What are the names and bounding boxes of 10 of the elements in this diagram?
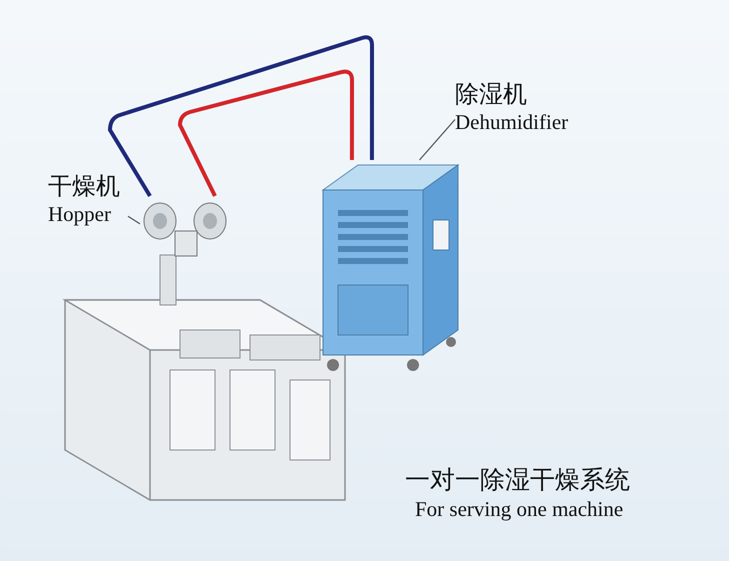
pipe [178,70,354,197]
chinese-label: 干燥机 [48,171,121,202]
english-label: Hopper [48,202,112,227]
pipe [108,35,374,198]
leader-line [419,119,456,160]
caption-text: 一对一除湿干燥系统 [405,464,630,496]
english-label: Dehumidifier [455,110,570,135]
chinese-label: 除湿机 [455,79,528,110]
caption-text: For serving one machine [415,497,624,522]
leader-line [128,216,140,224]
